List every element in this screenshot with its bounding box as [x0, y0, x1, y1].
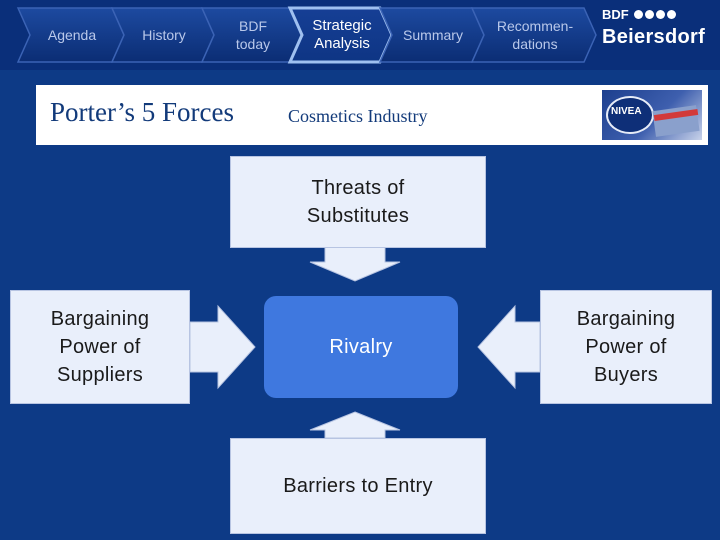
nivea-tin-icon: [606, 96, 654, 134]
tab-agenda[interactable]: Agenda: [47, 27, 97, 43]
nivea-label: NIVEA: [611, 106, 642, 117]
brand-prefix-row: BDF: [602, 7, 676, 22]
tab-bdf-today[interactable]: BDF today: [235, 18, 271, 52]
barriers-to-entry-box: Barriers to Entry: [230, 438, 486, 534]
arrow-down-icon: [309, 245, 401, 282]
nav-chevrons: [16, 6, 597, 64]
brand-dots-icon: [633, 10, 676, 19]
top-navigation-bar: Agenda History BDF today Strategic Analy…: [0, 0, 720, 70]
title-banner: Porter’s 5 Forces Cosmetics Industry NIV…: [36, 85, 708, 145]
arrow-up-icon: [309, 411, 401, 439]
page-subtitle: Cosmetics Industry: [288, 106, 428, 126]
bargaining-power-buyers-box: Bargaining Power of Buyers: [540, 290, 712, 404]
threats-of-substitutes-box: Threats of Substitutes: [230, 156, 486, 248]
beiersdorf-logo: BDF Beiersdorf: [596, 4, 720, 66]
brand-prefix: BDF: [602, 7, 629, 22]
tab-recommendations[interactable]: Recommen- dations: [496, 18, 574, 52]
brand-name: Beiersdorf: [602, 26, 706, 48]
arrow-right-icon: [189, 304, 256, 390]
rivalry-box: Rivalry: [264, 296, 458, 398]
tab-strategic-analysis[interactable]: Strategic Analysis: [312, 17, 372, 52]
tab-summary[interactable]: Summary: [403, 27, 463, 43]
product-image: NIVEA: [602, 90, 702, 140]
page-title: Porter’s 5 Forces: [50, 97, 234, 127]
nav-chevron-recommendations: [470, 7, 597, 63]
arrow-left-icon: [477, 304, 541, 390]
tab-history[interactable]: History: [142, 27, 186, 43]
bargaining-power-suppliers-box: Bargaining Power of Suppliers: [10, 290, 190, 404]
